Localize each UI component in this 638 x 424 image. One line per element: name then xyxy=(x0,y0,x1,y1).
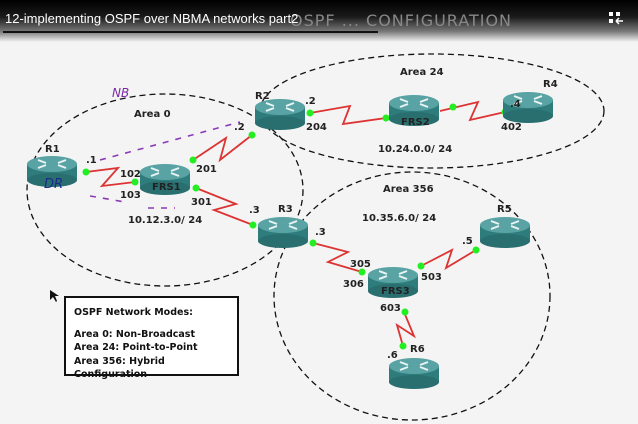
nb-annotation: NB xyxy=(112,86,129,100)
label-r6: R6 xyxy=(410,344,425,355)
link-frs2-r4 xyxy=(439,100,506,122)
port-frs3-603: 603 xyxy=(380,303,401,314)
background-heading: OSPF ... CONFIGURATION xyxy=(290,11,513,30)
heading-underline xyxy=(3,31,378,33)
port-r1: .1 xyxy=(86,155,97,166)
legend-item-area-0: Area 0: Non-Broadcast xyxy=(74,328,195,340)
label-r4: R4 xyxy=(543,79,558,90)
label-area-24: Area 24 xyxy=(400,67,444,78)
port-r3-b: .3 xyxy=(315,227,326,238)
label-r1: R1 xyxy=(45,144,60,155)
link-r3-frs3 xyxy=(312,242,363,273)
ospf-modes-legend: OSPF Network Modes: Area 0: Non-Broadcas… xyxy=(64,296,239,380)
router-r6[interactable] xyxy=(388,357,440,390)
label-r2: R2 xyxy=(255,91,270,102)
video-title: 12-implementing OSPF over NBMA networks … xyxy=(5,11,299,26)
legend-item-area-356: Area 356: Hybrid Configuration xyxy=(74,355,165,381)
port-frs2-402: 402 xyxy=(501,122,522,133)
link-frs3-r6 xyxy=(395,311,416,347)
label-frs2: FRS2 xyxy=(401,117,430,128)
label-frs1: FRS1 xyxy=(152,182,181,193)
link-r1-frs1 xyxy=(85,166,136,188)
router-r5[interactable] xyxy=(479,216,531,249)
port-r6: .6 xyxy=(387,350,398,361)
exit-fullscreen-icon[interactable] xyxy=(608,11,624,25)
label-r3: R3 xyxy=(278,204,293,215)
port-frs2-204: 204 xyxy=(306,122,327,133)
nb-annotation-dashes xyxy=(89,121,241,209)
link-frs1-r3 xyxy=(195,187,254,226)
port-r2-b: .2 xyxy=(305,96,316,107)
port-r5: .5 xyxy=(462,236,473,247)
legend-item-area-24: Area 24: Point-to-Point xyxy=(74,342,198,353)
link-r2-frs2 xyxy=(309,104,387,126)
area-356-boundary xyxy=(273,171,551,421)
subnet-area-356: 10.35.6.0/ 24 xyxy=(362,213,436,224)
area-0-boundary xyxy=(26,93,304,287)
label-area-356: Area 356 xyxy=(383,184,434,195)
port-frs3-305: 305 xyxy=(350,259,371,270)
port-frs1-201: 201 xyxy=(196,164,217,175)
dr-annotation: DR xyxy=(44,177,63,192)
video-title-bar: OSPF ... CONFIGURATION 12-implementing O… xyxy=(0,0,638,42)
port-r3-a: .3 xyxy=(249,205,260,216)
port-r2-a: .2 xyxy=(234,122,245,133)
port-frs1-103: 103 xyxy=(120,190,141,201)
port-labels: .1 102 103 201 301 .2 .2 204 402 .4 .3 .… xyxy=(86,96,522,361)
subnet-area-0: 10.12.3.0/ 24 xyxy=(128,215,202,226)
label-area-0: Area 0 xyxy=(134,109,171,120)
router-r2[interactable] xyxy=(254,98,306,131)
port-frs1-301: 301 xyxy=(191,197,212,208)
port-frs3-306: 306 xyxy=(343,279,364,290)
subnet-area-24: 10.24.0.0/ 24 xyxy=(378,144,452,155)
port-frs3-503: 503 xyxy=(421,272,442,283)
label-r5: R5 xyxy=(497,204,512,215)
port-frs1-102: 102 xyxy=(120,169,141,180)
legend-heading: OSPF Network Modes: xyxy=(74,307,193,318)
link-frs1-r2 xyxy=(192,134,253,163)
label-frs3: FRS3 xyxy=(381,286,410,297)
link-frs3-r5 xyxy=(420,248,477,271)
router-r3[interactable] xyxy=(257,216,309,249)
port-r4: .4 xyxy=(510,99,521,110)
